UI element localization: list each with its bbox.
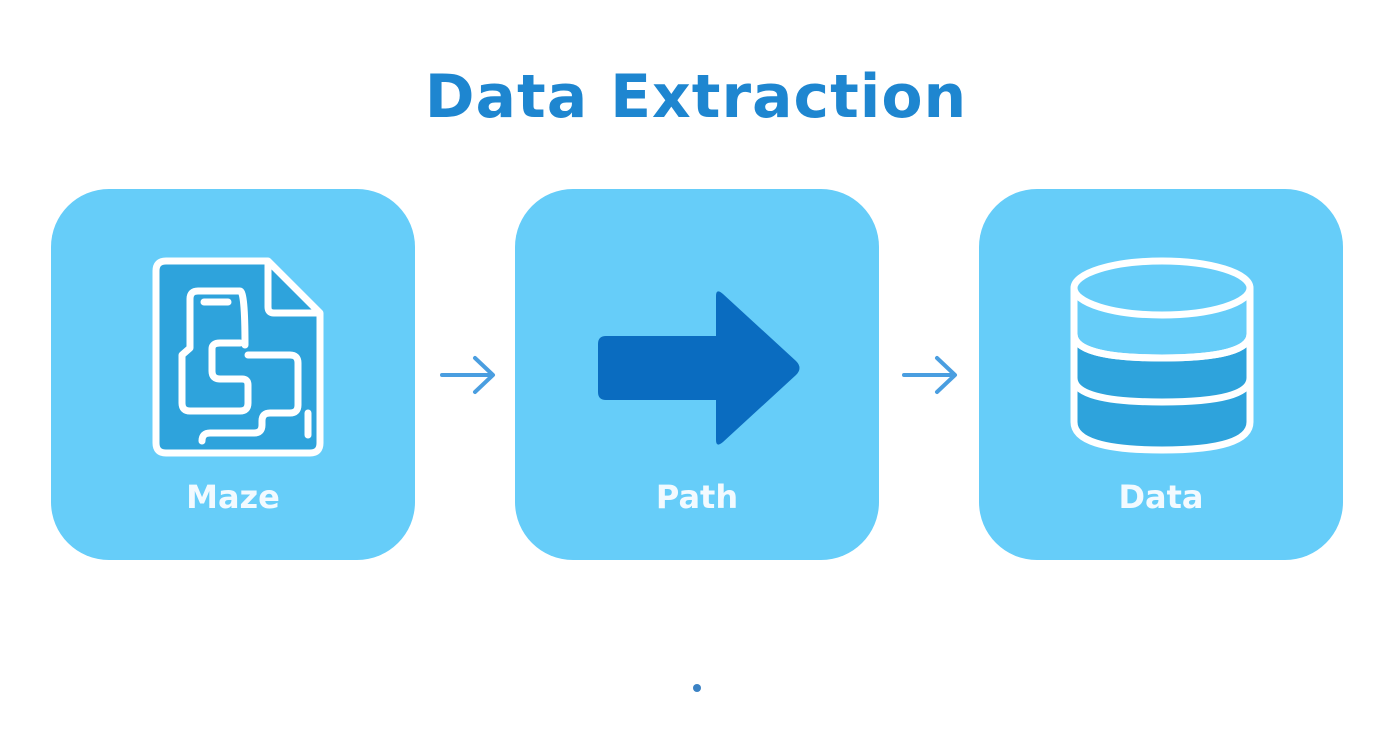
- step-label-path: Path: [655, 478, 739, 516]
- right-arrow-icon: [598, 291, 800, 445]
- database-icon: [1070, 257, 1254, 454]
- decorative-dot: [693, 684, 701, 692]
- arrow-right-icon: [440, 356, 495, 394]
- maze-document-icon: [152, 257, 324, 457]
- step-label-maze: Maze: [186, 478, 280, 516]
- diagram-title: Data Extraction: [424, 62, 968, 132]
- step-label-data: Data: [1118, 478, 1204, 516]
- arrow-right-icon: [902, 356, 957, 394]
